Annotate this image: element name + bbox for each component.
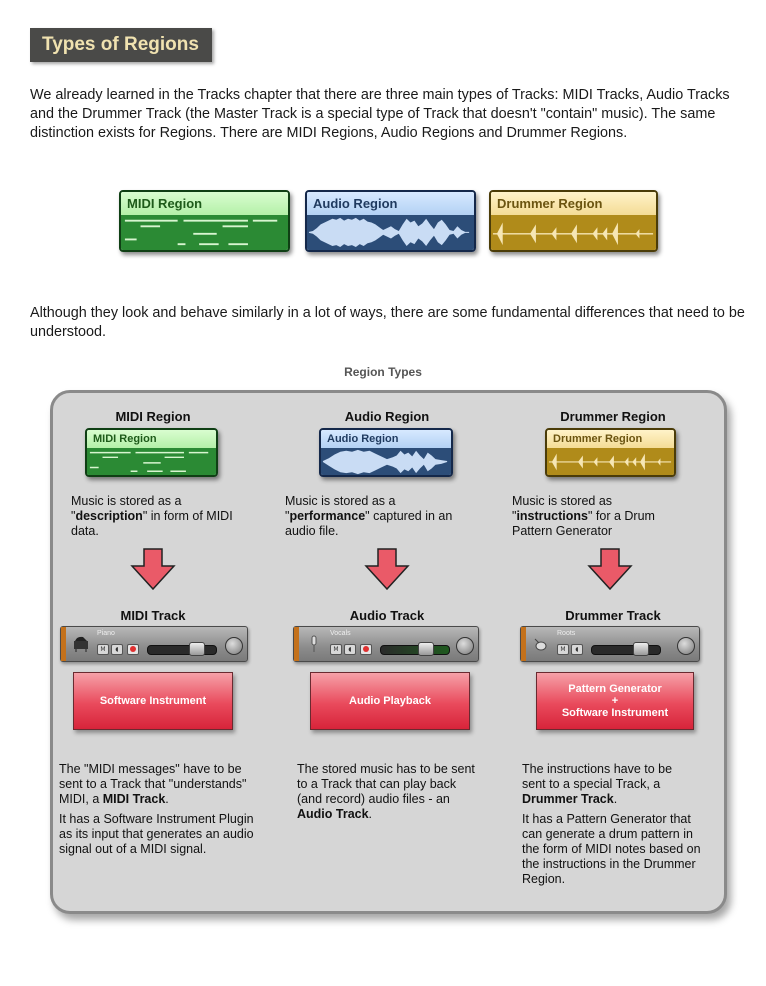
audio-playback-box: Audio Playback bbox=[310, 672, 470, 730]
small-drum-pattern-graphic bbox=[548, 453, 672, 471]
box-label: Software Instrument bbox=[99, 695, 207, 707]
midi-track-heading: MIDI Track bbox=[120, 608, 186, 623]
small-midi-region-label: MIDI Region bbox=[87, 430, 216, 448]
audio-region-heading: Audio Region bbox=[344, 409, 430, 424]
pan-knob[interactable] bbox=[456, 637, 474, 655]
volume-slider-knob[interactable] bbox=[633, 642, 649, 656]
mute-button[interactable]: M bbox=[97, 644, 109, 655]
track-color-tab bbox=[294, 627, 299, 661]
drum-pattern-graphic bbox=[492, 222, 654, 246]
drummer-track-generator-note: It has a Pattern Generator that can gene… bbox=[522, 812, 701, 886]
pan-knob[interactable] bbox=[225, 637, 243, 655]
mute-button[interactable]: M bbox=[330, 644, 342, 655]
audio-region-label: Audio Region bbox=[307, 192, 474, 216]
section-heading: Types of Regions bbox=[30, 28, 212, 62]
small-audio-waveform-graphic bbox=[322, 449, 448, 475]
audio-track-header: Vocals M ◖ bbox=[293, 626, 479, 662]
record-button[interactable] bbox=[360, 644, 372, 655]
volume-slider-knob[interactable] bbox=[418, 642, 434, 656]
drummer-region-label: Drummer Region bbox=[491, 192, 656, 216]
midi-notes-graphic bbox=[124, 219, 278, 246]
headphones-button[interactable]: ◖ bbox=[344, 644, 356, 655]
box-label-line1: Pattern Generator bbox=[568, 683, 662, 695]
software-instrument-box: Software Instrument bbox=[73, 672, 233, 730]
box-label-line3: Software Instrument bbox=[561, 707, 669, 719]
track-name: Roots bbox=[557, 630, 576, 637]
drummer-track-header: Roots M ◖ bbox=[520, 626, 700, 662]
headphones-button[interactable]: ◖ bbox=[111, 644, 123, 655]
microphone-icon bbox=[311, 635, 317, 652]
midi-track-header: Piano M ◖ bbox=[60, 626, 248, 662]
headphones-button[interactable]: ◖ bbox=[571, 644, 583, 655]
small-audio-region-label: Audio Region bbox=[321, 430, 451, 448]
differences-paragraph: Although they look and behave similarly … bbox=[30, 305, 745, 340]
small-drummer-region: Drummer Region bbox=[545, 428, 676, 477]
down-arrow-icon bbox=[587, 548, 633, 590]
track-color-tab bbox=[61, 627, 66, 661]
box-label: Audio Playback bbox=[349, 695, 431, 707]
audio-storage-description: Music is stored as a "performance" captu… bbox=[285, 494, 453, 538]
intro-paragraph: We already learned in the Tracks chapter… bbox=[30, 87, 730, 141]
track-color-tab bbox=[521, 627, 526, 661]
volume-slider[interactable] bbox=[591, 645, 661, 655]
drum-kit-icon bbox=[534, 638, 547, 651]
down-arrow-icon bbox=[130, 548, 176, 590]
diagram-title: Region Types bbox=[344, 365, 422, 379]
small-midi-notes-graphic bbox=[89, 451, 209, 473]
drummer-storage-description: Music is stored as "instructions" for a … bbox=[512, 494, 655, 538]
midi-track-plugin-note: It has a Software Instrument Plugin as i… bbox=[59, 812, 254, 856]
region-types-diagram: MIDI Region Audio Region Drummer Region … bbox=[50, 390, 727, 914]
audio-track-explanation: The stored music has to be sent to a Tra… bbox=[297, 762, 475, 821]
drummer-track-explanation: The instructions have to be sent to a sp… bbox=[522, 762, 673, 806]
volume-slider[interactable] bbox=[147, 645, 217, 655]
small-midi-region: MIDI Region bbox=[85, 428, 218, 477]
track-name: Vocals bbox=[330, 630, 351, 637]
drummer-track-heading: Drummer Track bbox=[565, 608, 661, 623]
drummer-region-image: Drummer Region bbox=[489, 190, 658, 252]
midi-track-explanation: The "MIDI messages" have to be sent to a… bbox=[59, 762, 247, 806]
drummer-region-heading: Drummer Region bbox=[560, 409, 666, 424]
midi-region-image: MIDI Region bbox=[119, 190, 290, 252]
audio-track-heading: Audio Track bbox=[349, 608, 425, 623]
box-label-plus: + bbox=[611, 695, 619, 707]
piano-icon bbox=[74, 636, 88, 652]
pan-knob[interactable] bbox=[677, 637, 695, 655]
mute-button[interactable]: M bbox=[557, 644, 569, 655]
midi-storage-description: Music is stored as a "description" in fo… bbox=[71, 494, 233, 538]
pattern-generator-box: Pattern Generator + Software Instrument bbox=[536, 672, 694, 730]
down-arrow-icon bbox=[364, 548, 410, 590]
small-audio-region: Audio Region bbox=[319, 428, 453, 477]
audio-waveform-graphic bbox=[308, 218, 470, 248]
midi-region-label: MIDI Region bbox=[121, 192, 288, 216]
small-drummer-region-label: Drummer Region bbox=[547, 430, 674, 448]
record-button[interactable] bbox=[127, 644, 139, 655]
volume-slider-knob[interactable] bbox=[189, 642, 205, 656]
volume-slider[interactable] bbox=[380, 645, 450, 655]
midi-region-heading: MIDI Region bbox=[115, 409, 191, 424]
audio-region-image: Audio Region bbox=[305, 190, 476, 252]
track-name: Piano bbox=[97, 630, 115, 637]
